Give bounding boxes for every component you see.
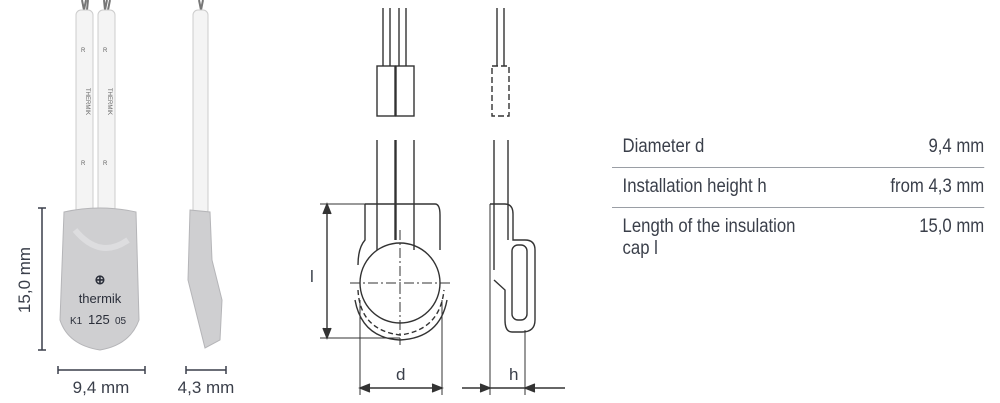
spec-label: Diameter d xyxy=(622,136,705,157)
label-l: l xyxy=(310,267,314,286)
spec-value: 15,0 mm xyxy=(919,216,985,237)
cap-code-prefix: K1 xyxy=(70,316,83,327)
technical-drawing-side xyxy=(462,8,565,395)
thermik-logo-icon: ⊕ xyxy=(95,272,106,287)
wire-marking: R xyxy=(81,161,86,167)
spec-label: Length of the insulation cap l xyxy=(622,216,796,259)
side-photo: 4,3 mm xyxy=(178,0,235,397)
label-d: d xyxy=(396,365,405,384)
wire-marking-brand: THERMIK xyxy=(106,88,112,115)
spec-value: from 4,3 mm xyxy=(890,176,985,197)
width-dimension xyxy=(57,366,146,374)
spec-row-diameter: Diameter d 9,4 mm xyxy=(612,128,985,168)
spec-label: Installation height h xyxy=(622,176,767,197)
length-label: 15,0 mm xyxy=(15,247,34,313)
cap-code-main: 125 xyxy=(88,312,110,327)
height-label: 4,3 mm xyxy=(178,378,235,397)
length-dimension xyxy=(38,207,46,351)
spec-row-cap-length: Length of the insulation cap l 15,0 mm xyxy=(612,208,985,269)
wire-marking: R xyxy=(103,48,108,54)
wire-marking-brand: THERMIK xyxy=(84,88,90,115)
technical-drawing-front xyxy=(320,8,450,395)
wire-marking: R xyxy=(103,161,108,167)
specs-table: Diameter d 9,4 mm Installation height h … xyxy=(612,128,985,269)
front-photo: R R THERMIK THERMIK R R ⊕ thermik K1 125… xyxy=(15,0,146,397)
spec-value: 9,4 mm xyxy=(928,136,985,157)
label-h: h xyxy=(509,365,518,384)
wire-marking: R xyxy=(81,48,86,54)
cap-brand: thermik xyxy=(79,291,122,306)
width-label: 9,4 mm xyxy=(73,378,130,397)
spec-row-installation-height: Installation height h from 4,3 mm xyxy=(612,168,985,208)
height-dimension xyxy=(185,366,227,374)
cap-code-suffix: 05 xyxy=(115,316,127,327)
